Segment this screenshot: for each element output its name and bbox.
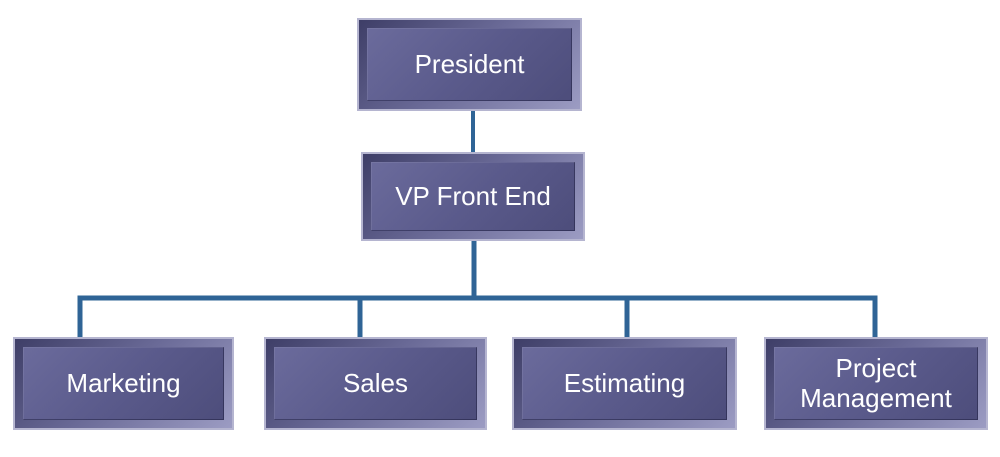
node-project-management: Project Management bbox=[764, 337, 988, 430]
node-vp-front-end-face: VP Front End bbox=[371, 162, 575, 231]
node-president-label: President bbox=[414, 48, 525, 79]
node-vp-front-end-label: VP Front End bbox=[395, 180, 551, 211]
connector-bus bbox=[77, 295, 878, 341]
node-project-management-label: Project Management bbox=[800, 352, 952, 413]
node-sales-face: Sales bbox=[274, 347, 477, 420]
node-vp-front-end: VP Front End bbox=[361, 152, 585, 241]
node-project-management-bevel: Project Management bbox=[766, 339, 986, 428]
node-estimating-label: Estimating bbox=[563, 367, 686, 398]
node-estimating: Estimating bbox=[512, 337, 737, 430]
node-president: President bbox=[357, 18, 582, 111]
node-marketing-face: Marketing bbox=[23, 347, 224, 420]
node-estimating-bevel: Estimating bbox=[514, 339, 735, 428]
node-sales-bevel: Sales bbox=[266, 339, 485, 428]
node-vp-front-end-bevel: VP Front End bbox=[363, 154, 583, 239]
node-president-bevel: President bbox=[359, 20, 580, 109]
node-marketing: Marketing bbox=[13, 337, 234, 430]
node-president-face: President bbox=[367, 28, 572, 101]
node-sales-label: Sales bbox=[342, 367, 409, 398]
node-marketing-bevel: Marketing bbox=[15, 339, 232, 428]
node-sales: Sales bbox=[264, 337, 487, 430]
node-marketing-label: Marketing bbox=[66, 367, 181, 398]
node-project-management-face: Project Management bbox=[774, 347, 978, 420]
node-estimating-face: Estimating bbox=[522, 347, 727, 420]
